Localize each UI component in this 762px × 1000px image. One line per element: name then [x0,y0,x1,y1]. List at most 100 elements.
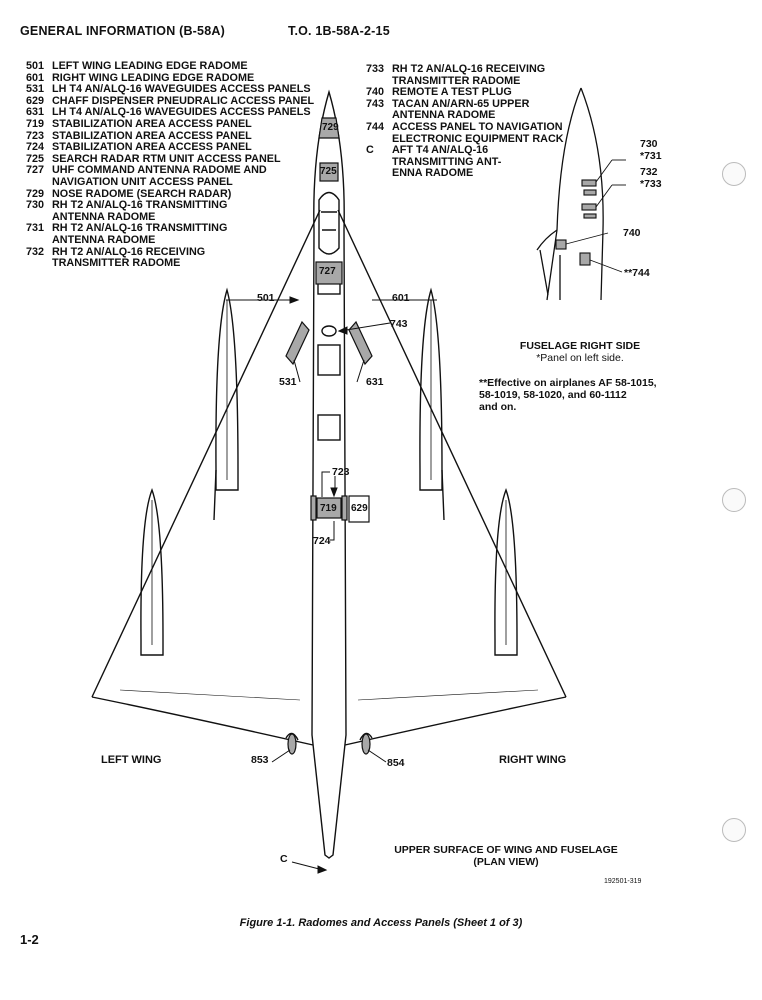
panel-629 [348,495,370,523]
legend-item: 743 TACAN AN/ARN-65 UPPER ANTENNA RADOME [366,97,564,122]
label-853: 853 [251,754,269,766]
legend-code: 743 [366,97,385,110]
tacan-radome [321,325,337,337]
legend-item: 731 RH T2 AN/ALQ-16 TRANSMITTING ANTENNA … [26,222,314,246]
legend-description: UHF COMMAND ANTENNA RADOME AND NAVIGATIO… [52,164,267,188]
legend-code: 733 [366,63,385,75]
legend-item: 729 NOSE RADOME (SEARCH RADAR) [26,187,314,201]
label-501: 501 [257,292,275,304]
drawing-number: 192501-319 [604,878,642,885]
figure-caption: Figure 1-1. Radomes and Access Panels (S… [239,917,523,929]
legend-code: 601 [26,71,45,84]
legend-item: 733 RH T2 AN/ALQ-16 RECEIVING TRANSMITTER… [366,63,564,87]
running-header-to-number: T.O. 1B-58A-2-15 [288,24,390,38]
callout-730: 730 [640,138,658,150]
callout-732: 732 [640,166,658,178]
inset-callout-730-731: 730 *731 [640,138,662,162]
legend-description: STABILIZATION AREA ACCESS PANEL [52,141,252,154]
legend-code: 731 [26,222,45,235]
label-c: C [280,853,288,865]
label-743: 743 [390,318,408,330]
legend-description: RH T2 AN/ALQ-16 TRANSMITTING ANTENNA RAD… [52,199,228,223]
fuselage-outline [311,89,347,859]
panel-531 [285,320,310,366]
inset-callout-732-733: 732 *733 [640,166,662,190]
legend-description: RH T2 AN/ALQ-16 RECEIVING TRANSMITTER RA… [392,63,546,87]
legend-code: 531 [26,83,45,96]
panel-723 [310,495,317,521]
panel-725 [319,162,339,182]
right-wing-label: RIGHT WING [499,754,567,766]
punch-hole [722,162,746,186]
legend-code: 729 [26,187,45,200]
legend-item: 744 ACCESS PANEL TO NAVIGATION ELECTRONIC… [366,120,564,145]
legend-description: NOSE RADOME (SEARCH RADAR) [52,187,232,200]
panel-854 [361,733,371,755]
canopy [318,191,340,255]
legend-code: 501 [26,60,45,72]
inset-panel-730 [581,179,597,187]
callout-744: **744 [624,267,650,279]
right-outboard-pod [494,488,518,656]
page-number: 1-2 [20,932,39,947]
panel-631 [348,320,373,366]
legend-description: ACCESS PANEL TO NAVIGATION ELECTRONIC EQ… [392,120,564,145]
legend-description: SEARCH RADAR RTM UNIT ACCESS PANEL [52,152,281,165]
legend-description: RH T2 AN/ALQ-16 TRANSMITTING ANTENNA RAD… [52,222,228,246]
label-729: 729 [322,122,339,133]
legend-code: 732 [26,245,45,258]
panel-853 [287,733,297,755]
label-531: 531 [279,376,297,388]
legend-code: C [366,144,374,157]
inset-caption: FUSELAGE RIGHT SIDE *Panel on left side. [480,340,680,364]
right-wing-leading-edge [337,209,567,698]
legend-code: 727 [26,164,45,177]
left-inboard-pod [215,287,239,491]
legend-item: 727 UHF COMMAND ANTENNA RADOME AND NAVIGA… [26,164,314,188]
legend-code: 744 [366,120,385,133]
inset-fuselage-outline [546,87,604,301]
label-629: 629 [351,503,368,514]
inset-panel-740 [555,239,567,250]
legend-description: STABILIZATION AREA ACCESS PANEL [52,129,252,142]
legend-description: CHAFF DISPENSER PNEUDRALIC ACCESS PANEL [52,94,315,107]
legend-description: TACAN AN/ARN-65 UPPER ANTENNA RADOME [392,97,530,122]
panel-729 [318,117,340,139]
left-wing-leading-edge [91,209,321,698]
label-725: 725 [320,166,337,177]
legend-right: 733 RH T2 AN/ALQ-16 RECEIVING TRANSMITTER… [366,63,564,180]
legend-code: 719 [26,117,45,130]
callout-733: *733 [640,178,662,190]
left-wing-trailing-edge [91,696,314,746]
legend-code: 629 [26,94,45,107]
panel-727 [315,261,343,285]
callout-731: *731 [640,150,662,162]
left-wing-label: LEFT WING [101,754,162,766]
punch-hole [722,818,746,842]
legend-code: 740 [366,86,385,99]
left-outboard-pod [140,488,164,656]
label-854: 854 [387,757,405,769]
effectivity-note: **Effective on airplanes AF 58-1015, 58-… [479,377,657,413]
label-723: 723 [332,466,350,478]
legend-item: 601 RIGHT WING LEADING EDGE RADOME [26,71,314,85]
legend-description: RIGHT WING LEADING EDGE RADOME [52,71,255,84]
legend-description: AFT T4 AN/ALQ-16 TRANSMITTING ANT- ENNA … [392,144,502,180]
panel-719 [316,497,342,519]
label-724: 724 [313,535,331,547]
right-inboard-pod [419,287,443,491]
inset-title: FUSELAGE RIGHT SIDE [519,340,641,352]
panel-724 [341,495,348,521]
plan-view-caption: UPPER SURFACE OF WING AND FUSELAGE (PLAN… [394,844,618,868]
running-header-title: GENERAL INFORMATION (B-58A) [20,24,225,38]
